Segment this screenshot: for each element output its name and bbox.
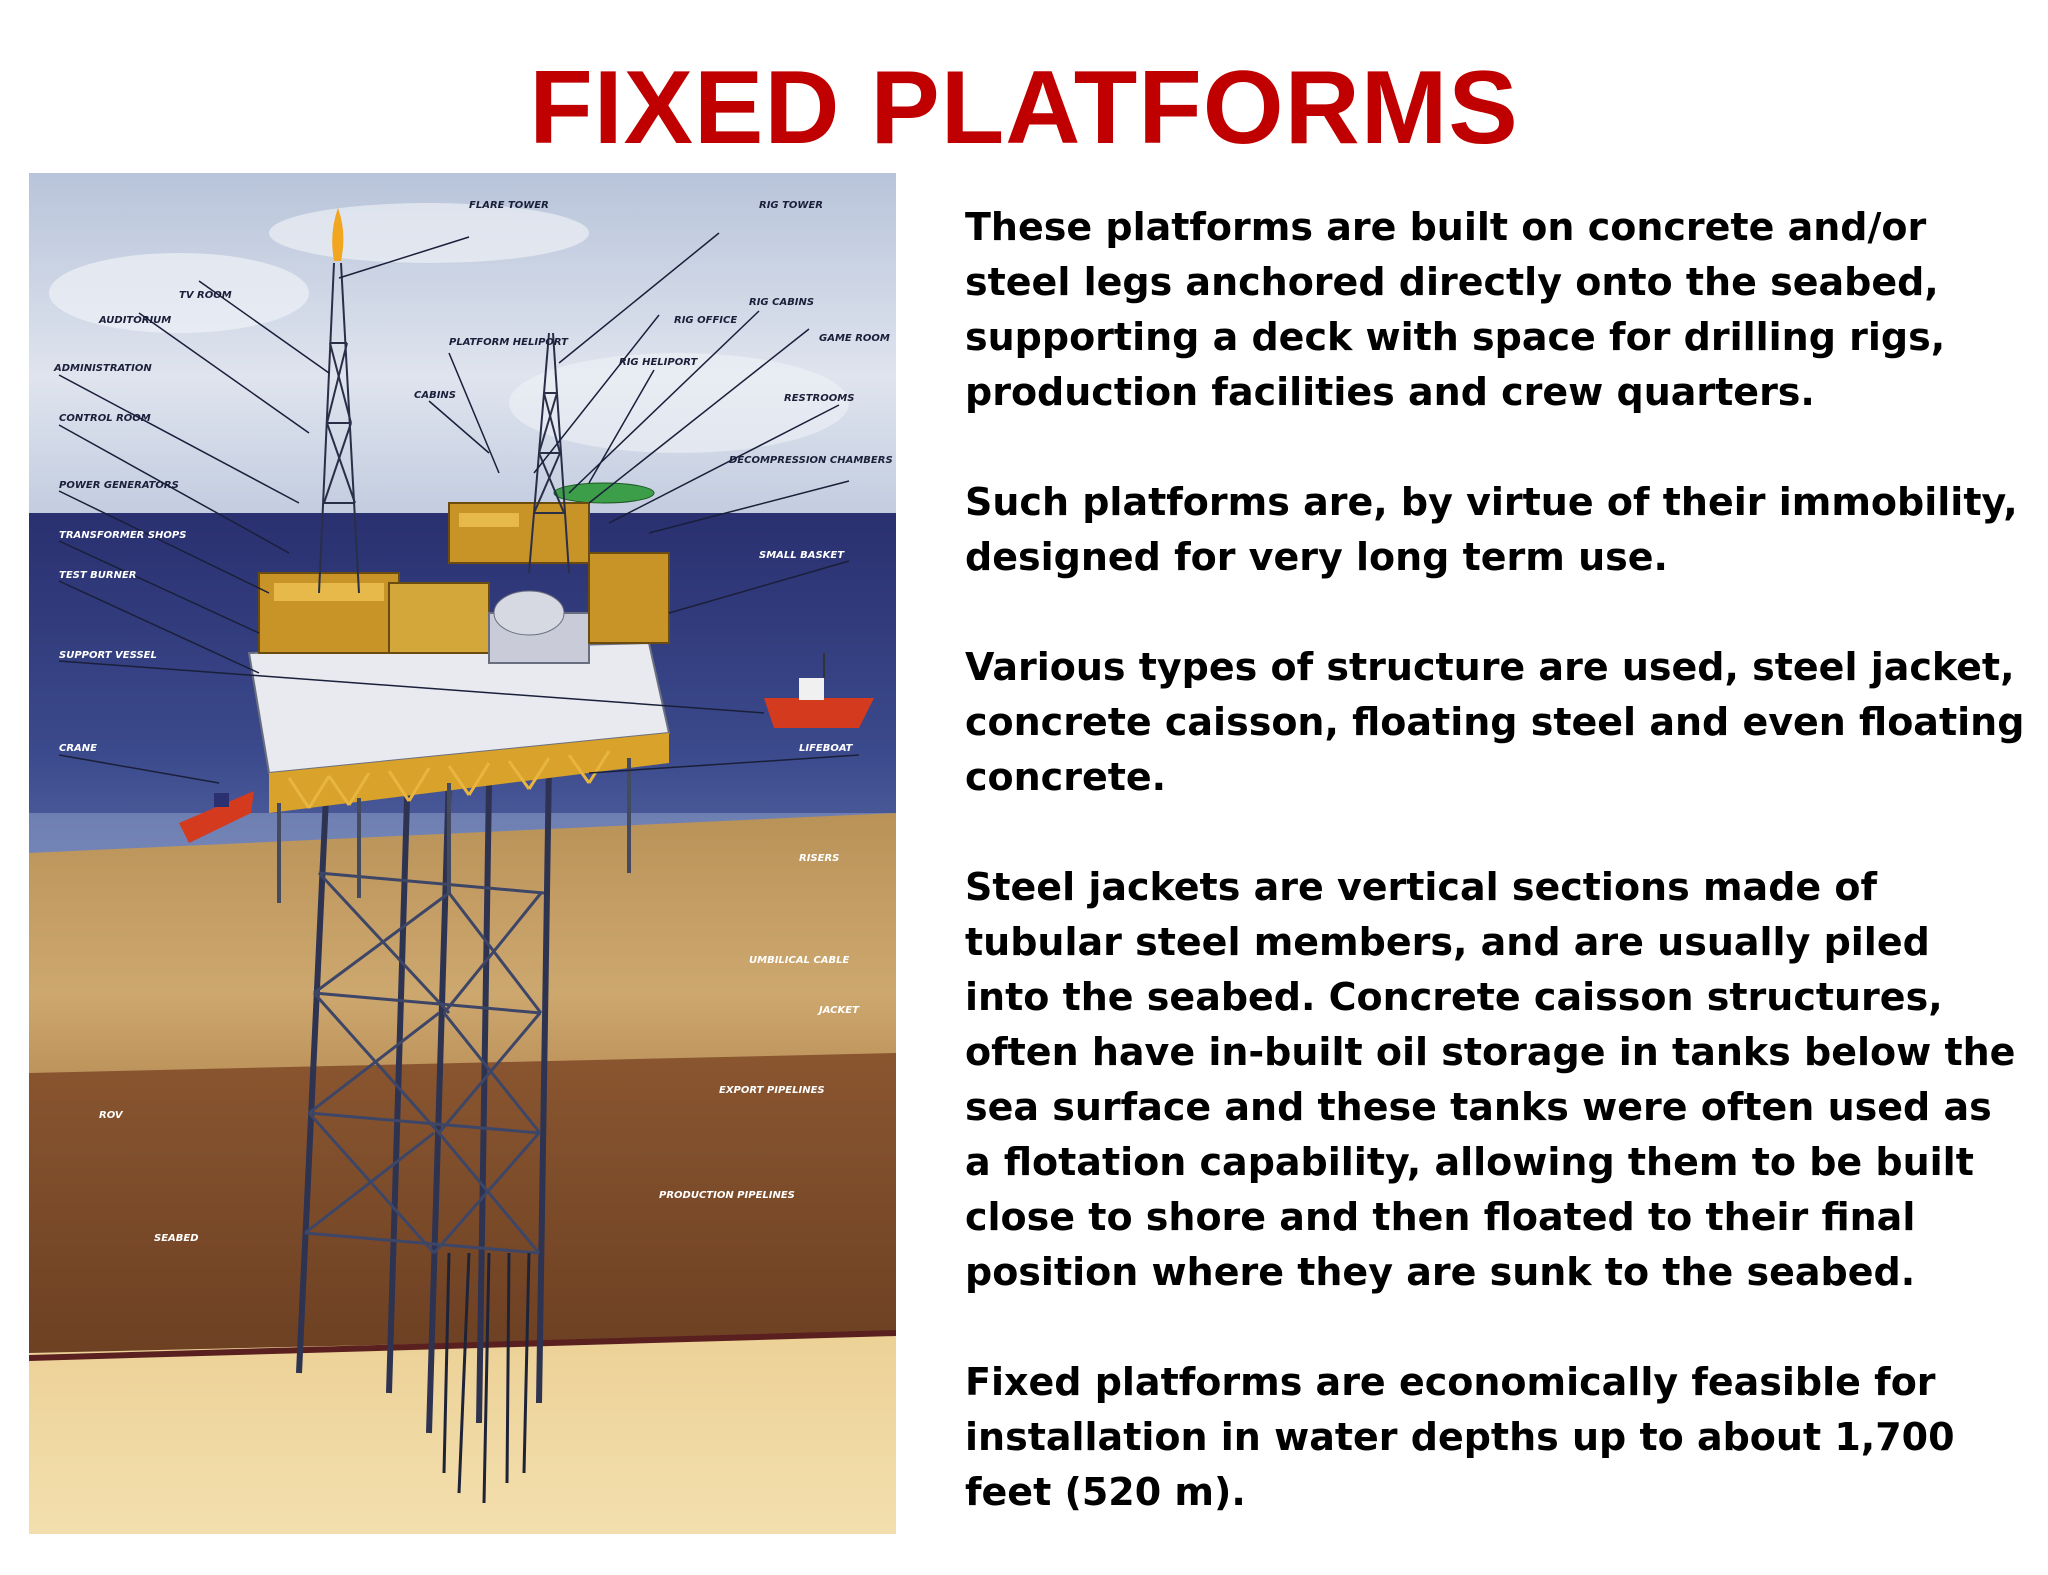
- label-cabins: CABINS: [414, 390, 456, 401]
- label-rig-tower: RIG TOWER: [759, 200, 823, 211]
- label-platform-heliport: PLATFORM HELIPORT: [449, 337, 569, 348]
- label-tv-room: TV ROOM: [179, 290, 232, 301]
- offshore-platform-illustration: FLARE TOWER RIG TOWER TV ROOM AUDITORIUM…: [29, 173, 896, 1534]
- label-flare-tower: FLARE TOWER: [469, 200, 549, 211]
- paragraph-4: Steel jackets are vertical sections made…: [965, 865, 2016, 1294]
- label-seabed: SEABED: [154, 1233, 199, 1244]
- label-administration: ADMINISTRATION: [53, 363, 152, 374]
- label-auditorium: AUDITORIUM: [98, 315, 171, 326]
- label-lifeboat: LIFEBOAT: [799, 743, 854, 754]
- label-small-basket: SMALL BASKET: [759, 550, 845, 561]
- label-rig-heliport: RIG HELIPORT: [619, 357, 698, 368]
- label-umbilical-cable: UMBILICAL CABLE: [749, 955, 850, 966]
- label-control-room: CONTROL ROOM: [59, 413, 151, 424]
- support-vessel-icon: [764, 653, 874, 728]
- label-transformer-shops: TRANSFORMER SHOPS: [59, 530, 186, 541]
- paragraph-1: These platforms are built on concrete an…: [965, 205, 1946, 414]
- label-support-vessel: SUPPORT VESSEL: [59, 650, 157, 661]
- label-test-burner: TEST BURNER: [59, 570, 137, 581]
- paragraph-3: Various types of structure are used, ste…: [965, 645, 2025, 799]
- label-rig-cabins: RIG CABINS: [749, 297, 814, 308]
- label-decompression-chambers: DECOMPRESSION CHAMBERS: [729, 455, 893, 466]
- slide-body: These platforms are built on concrete an…: [965, 200, 2025, 1575]
- label-game-room: GAME ROOM: [819, 333, 890, 344]
- label-restrooms: RESTROOMS: [784, 393, 854, 404]
- slide-title: FIXED PLATFORMS: [529, 50, 1519, 166]
- paragraph-2: Such platforms are, by virtue of their i…: [965, 480, 2018, 579]
- crane-vessel-icon: [179, 791, 254, 843]
- paragraph-5: Fixed platforms are economically feasibl…: [965, 1360, 1955, 1514]
- label-crane: CRANE: [59, 743, 97, 754]
- label-rov: ROV: [99, 1110, 124, 1121]
- label-jacket: JACKET: [817, 1005, 860, 1016]
- label-risers: RISERS: [799, 853, 839, 864]
- label-production-pipelines: PRODUCTION PIPELINES: [659, 1190, 795, 1201]
- label-rig-office: RIG OFFICE: [674, 315, 737, 326]
- label-export-pipelines: EXPORT PIPELINES: [719, 1085, 825, 1096]
- label-power-generators: POWER GENERATORS: [59, 480, 179, 491]
